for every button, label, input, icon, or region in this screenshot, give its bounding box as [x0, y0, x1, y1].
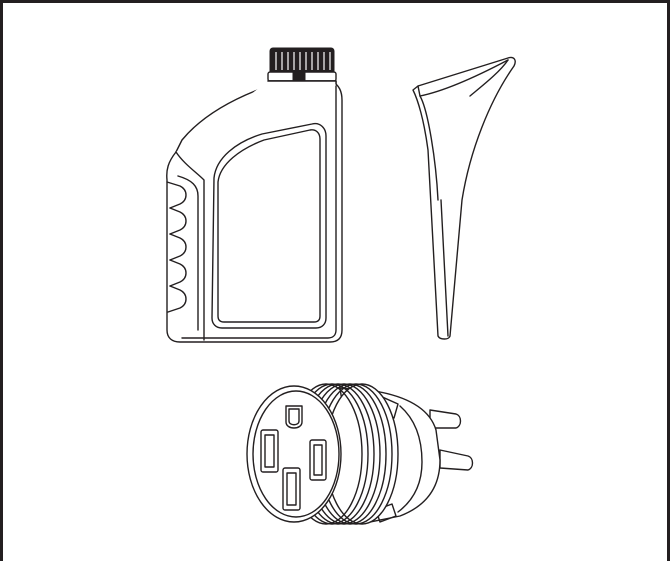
plug-adapter: [246, 383, 474, 525]
adapter-prongs: [429, 409, 474, 471]
receptacle-face: [246, 385, 342, 523]
funnel: [412, 56, 516, 340]
bottle-cap: [267, 47, 337, 82]
bottle-grip: [166, 175, 199, 331]
oil-bottle: [166, 47, 343, 343]
